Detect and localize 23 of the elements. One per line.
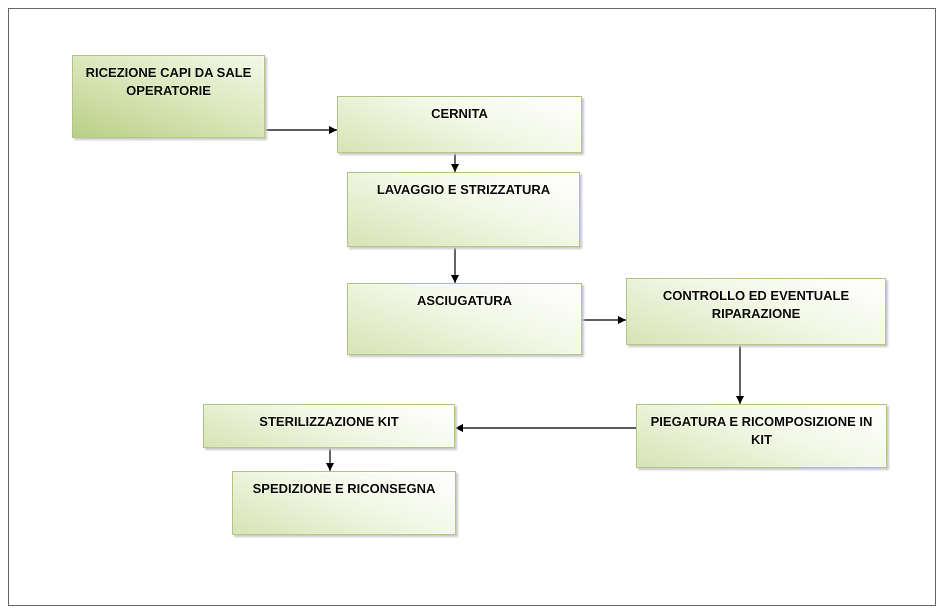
step-label: LAVAGGIO E STRIZZATURA — [376, 181, 552, 199]
arrow — [265, 126, 337, 134]
process-box — [626, 278, 886, 345]
process-box — [347, 172, 580, 247]
step-label: CERNITA — [430, 105, 489, 123]
step-label: ASCIUGATURA — [416, 292, 514, 310]
step-label: CONTROLLO ED EVENTUALE RIPARAZIONE — [662, 287, 850, 323]
process-box — [347, 283, 582, 355]
arrow — [326, 448, 334, 471]
process-box — [636, 404, 887, 468]
arrow — [451, 247, 459, 283]
process-box — [72, 55, 265, 138]
step-label: STERILIZZAZIONE KIT — [258, 413, 400, 431]
step-label: PIEGATURA E RICOMPOSIZIONE IN KIT — [650, 413, 874, 449]
process-box — [203, 404, 455, 448]
arrow — [736, 345, 744, 404]
process-box — [337, 96, 582, 153]
arrow — [455, 424, 636, 432]
step-label: SPEDIZIONE E RICONSEGNA — [252, 480, 436, 498]
process-box — [232, 471, 456, 535]
arrow — [451, 153, 459, 172]
arrow — [582, 316, 626, 324]
step-label: RICEZIONE CAPI DA SALE OPERATORIE — [84, 64, 252, 100]
